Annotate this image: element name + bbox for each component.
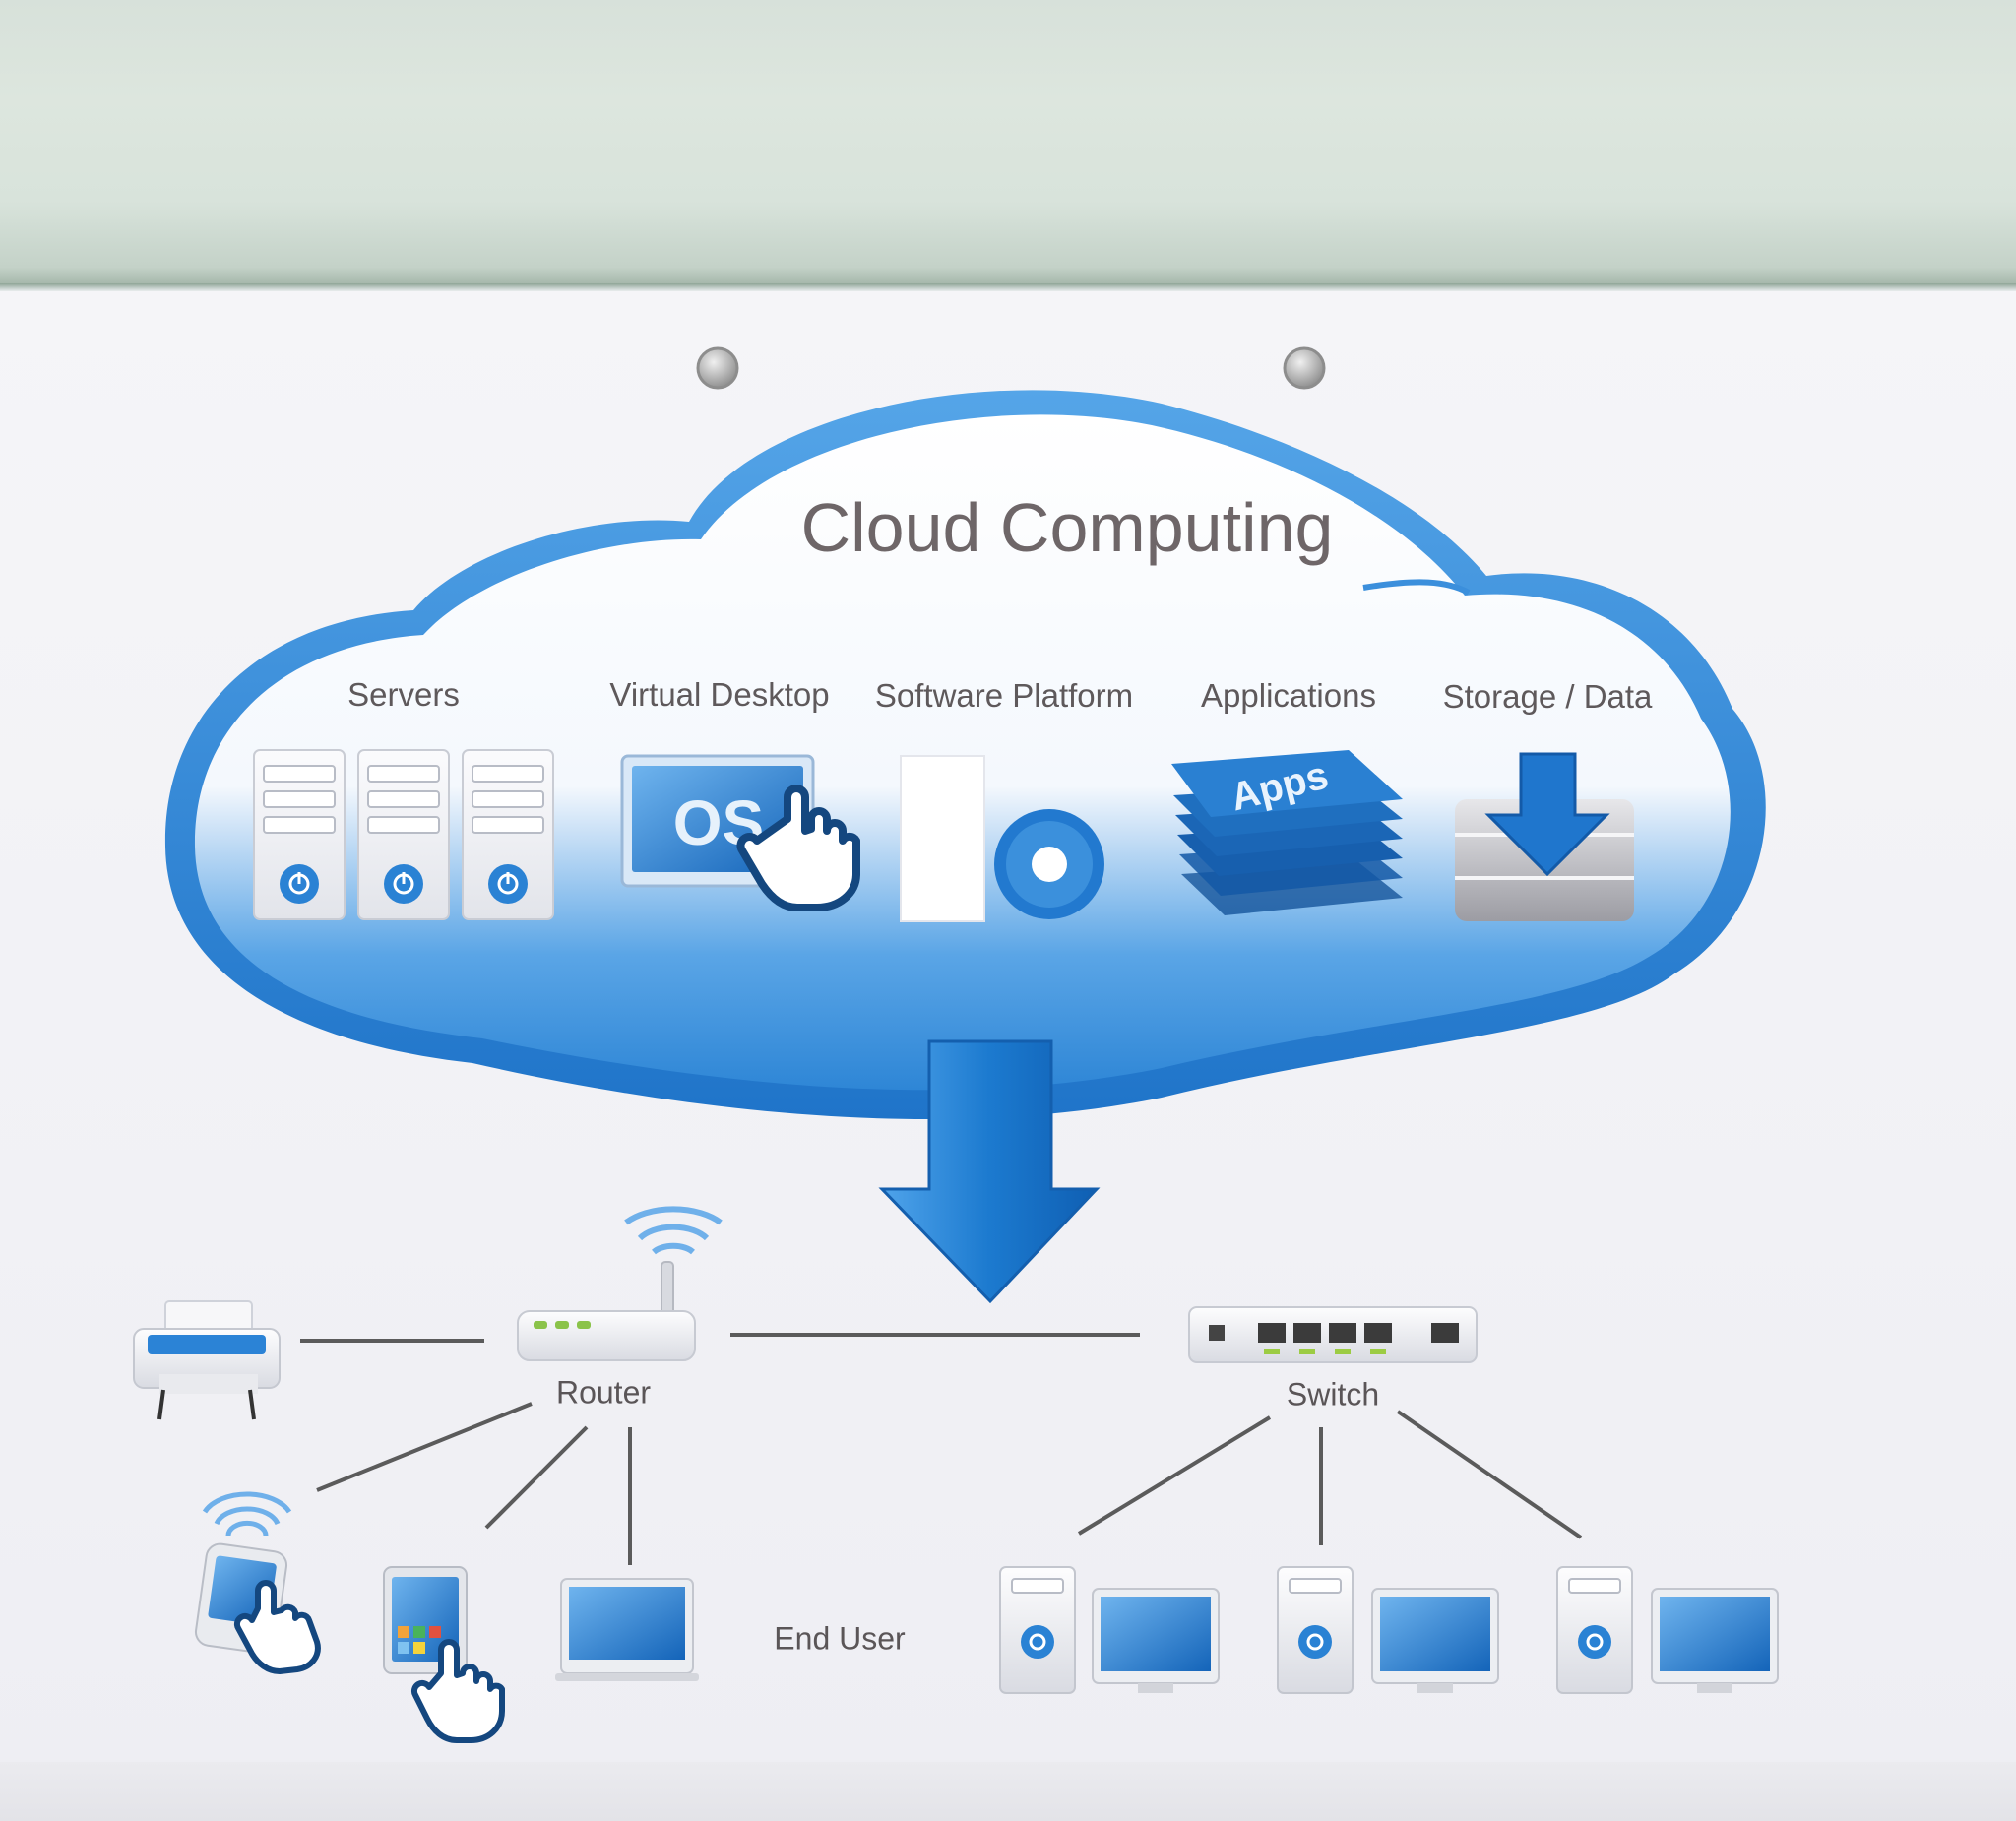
end-user-label: End User bbox=[774, 1620, 906, 1657]
switch-icon bbox=[1188, 1306, 1478, 1363]
desktop-pc-icon bbox=[1556, 1566, 1779, 1694]
software-box-disc-icon bbox=[900, 755, 1104, 922]
tablet-icon bbox=[383, 1566, 505, 1743]
router-icon bbox=[517, 1206, 723, 1361]
router-label: Router bbox=[555, 1374, 652, 1411]
server-rack-icon bbox=[253, 749, 554, 920]
laptop-icon bbox=[555, 1578, 699, 1681]
pin-right bbox=[1283, 346, 1326, 390]
service-label-storage-data: Storage / Data bbox=[1442, 678, 1653, 715]
storage-database-icon bbox=[1455, 752, 1634, 921]
service-label-applications: Applications bbox=[1201, 677, 1376, 714]
os-screen-hand-icon: OS bbox=[620, 754, 860, 911]
switch-label: Switch bbox=[1286, 1376, 1380, 1413]
bottom-strip bbox=[0, 1762, 2016, 1821]
network-links bbox=[300, 1333, 1583, 1565]
apps-stack-icon: Apps bbox=[1171, 750, 1403, 915]
top-green-band bbox=[0, 0, 2016, 287]
cloud-to-network-arrow bbox=[878, 1039, 1101, 1304]
desktop-pc-icon bbox=[999, 1566, 1220, 1694]
service-label-software-platform: Software Platform bbox=[874, 677, 1134, 714]
printer-icon bbox=[133, 1300, 281, 1420]
cloud-shape bbox=[164, 390, 1766, 1120]
smartphone-icon bbox=[194, 1491, 321, 1674]
band-edge bbox=[0, 283, 2016, 291]
service-label-servers: Servers bbox=[347, 676, 460, 713]
desktop-pc-icon bbox=[1277, 1566, 1499, 1694]
pin-left bbox=[696, 346, 739, 390]
diagram-title: Cloud Computing bbox=[800, 489, 1334, 566]
service-label-virtual-desktop: Virtual Desktop bbox=[609, 676, 830, 713]
